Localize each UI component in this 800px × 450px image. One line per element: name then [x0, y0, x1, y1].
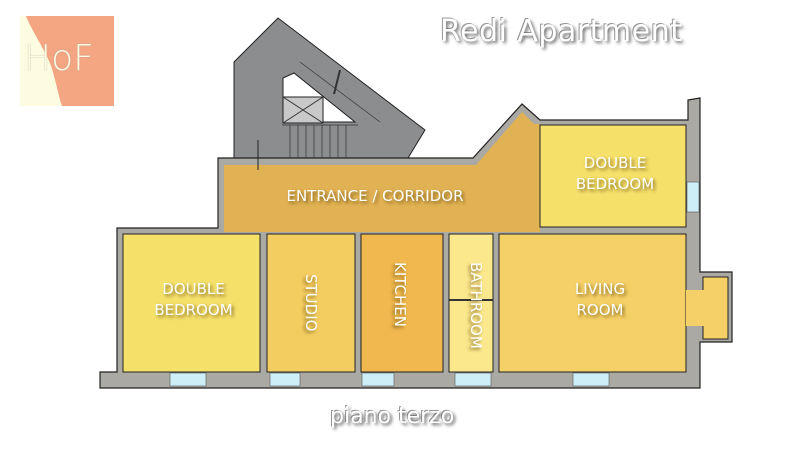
room-bathroom	[448, 233, 494, 373]
label-living: LIVING ROOM	[574, 280, 626, 319]
windows	[169, 181, 700, 387]
room-kitchen	[360, 233, 444, 373]
room-corridor	[224, 112, 540, 232]
room-bedroom-right	[539, 124, 687, 228]
label-studio: STUDIO	[302, 274, 320, 332]
label-bedroom-right: DOUBLE BEDROOM	[575, 154, 655, 193]
floor-subtitle: piano terzo	[330, 404, 455, 429]
logo-text: HoF	[24, 38, 94, 79]
label-bathroom: BATHROOM	[467, 262, 485, 349]
label-kitchen: KITCHEN	[391, 262, 409, 327]
stair-steps	[282, 61, 381, 158]
room-bedroom-left	[122, 233, 261, 373]
hof-logo: HoF	[20, 16, 114, 106]
logo-graphic	[20, 16, 114, 106]
page-title: Redi Apartment	[440, 14, 683, 49]
stairwell	[233, 17, 426, 159]
balcony	[702, 276, 729, 340]
label-bedroom-left: DOUBLE BEDROOM	[154, 280, 233, 319]
room-studio	[266, 233, 356, 373]
label-corridor: ENTRANCE / CORRIDOR	[286, 187, 464, 205]
room-living	[498, 233, 687, 373]
